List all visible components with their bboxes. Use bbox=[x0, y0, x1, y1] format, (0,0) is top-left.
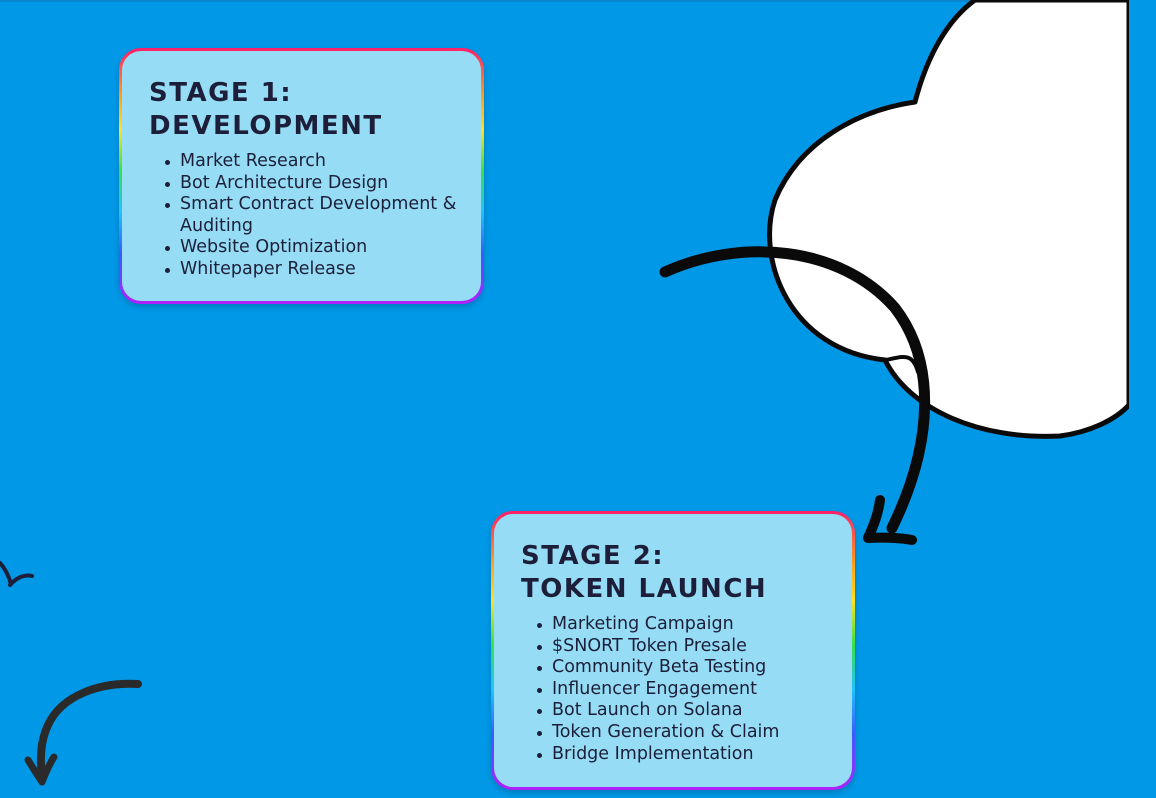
list-item: Community Beta Testing bbox=[537, 657, 832, 679]
list-item: $SNORT Token Presale bbox=[537, 636, 832, 658]
list-item: Bot Launch on Solana bbox=[537, 700, 832, 722]
list-item: Token Generation & Claim bbox=[537, 722, 832, 744]
stage-card-2: Stage 2: Token Launch Marketing Campaign… bbox=[491, 511, 855, 790]
stage-2-title: Stage 2: Token Launch bbox=[521, 540, 832, 606]
squiggle-icon bbox=[0, 561, 34, 587]
stage-2-title-line1: Stage 2: bbox=[521, 541, 665, 571]
stage-2-title-line2: Token Launch bbox=[521, 574, 768, 604]
list-item: Website Optimization bbox=[165, 237, 461, 259]
stage-1-title-line2: Development bbox=[149, 111, 383, 141]
list-item: Bridge Implementation bbox=[537, 744, 832, 766]
list-item: Smart Contract Development & Auditing bbox=[165, 194, 461, 237]
top-border bbox=[0, 0, 1156, 2]
list-item: Whitepaper Release bbox=[165, 259, 461, 281]
stage-card-1: Stage 1: Development Market Research Bot… bbox=[119, 48, 484, 304]
list-item: Marketing Campaign bbox=[537, 614, 832, 636]
cloud-illustration bbox=[767, 0, 1132, 439]
stage-1-title-line1: Stage 1: bbox=[149, 78, 293, 108]
curved-arrow-down-left-icon bbox=[24, 679, 142, 786]
curved-arrow-down-icon bbox=[659, 246, 931, 545]
stage-1-list: Market Research Bot Architecture Design … bbox=[149, 151, 461, 281]
list-item: Bot Architecture Design bbox=[165, 173, 461, 195]
right-scroll-area bbox=[1129, 0, 1156, 798]
stage-1-title: Stage 1: Development bbox=[149, 77, 461, 143]
stage-card-2-body: Stage 2: Token Launch Marketing Campaign… bbox=[494, 514, 852, 787]
stage-card-1-body: Stage 1: Development Market Research Bot… bbox=[122, 51, 481, 301]
stage-2-list: Marketing Campaign $SNORT Token Presale … bbox=[521, 614, 832, 765]
list-item: Market Research bbox=[165, 151, 461, 173]
list-item: Influencer Engagement bbox=[537, 679, 832, 701]
